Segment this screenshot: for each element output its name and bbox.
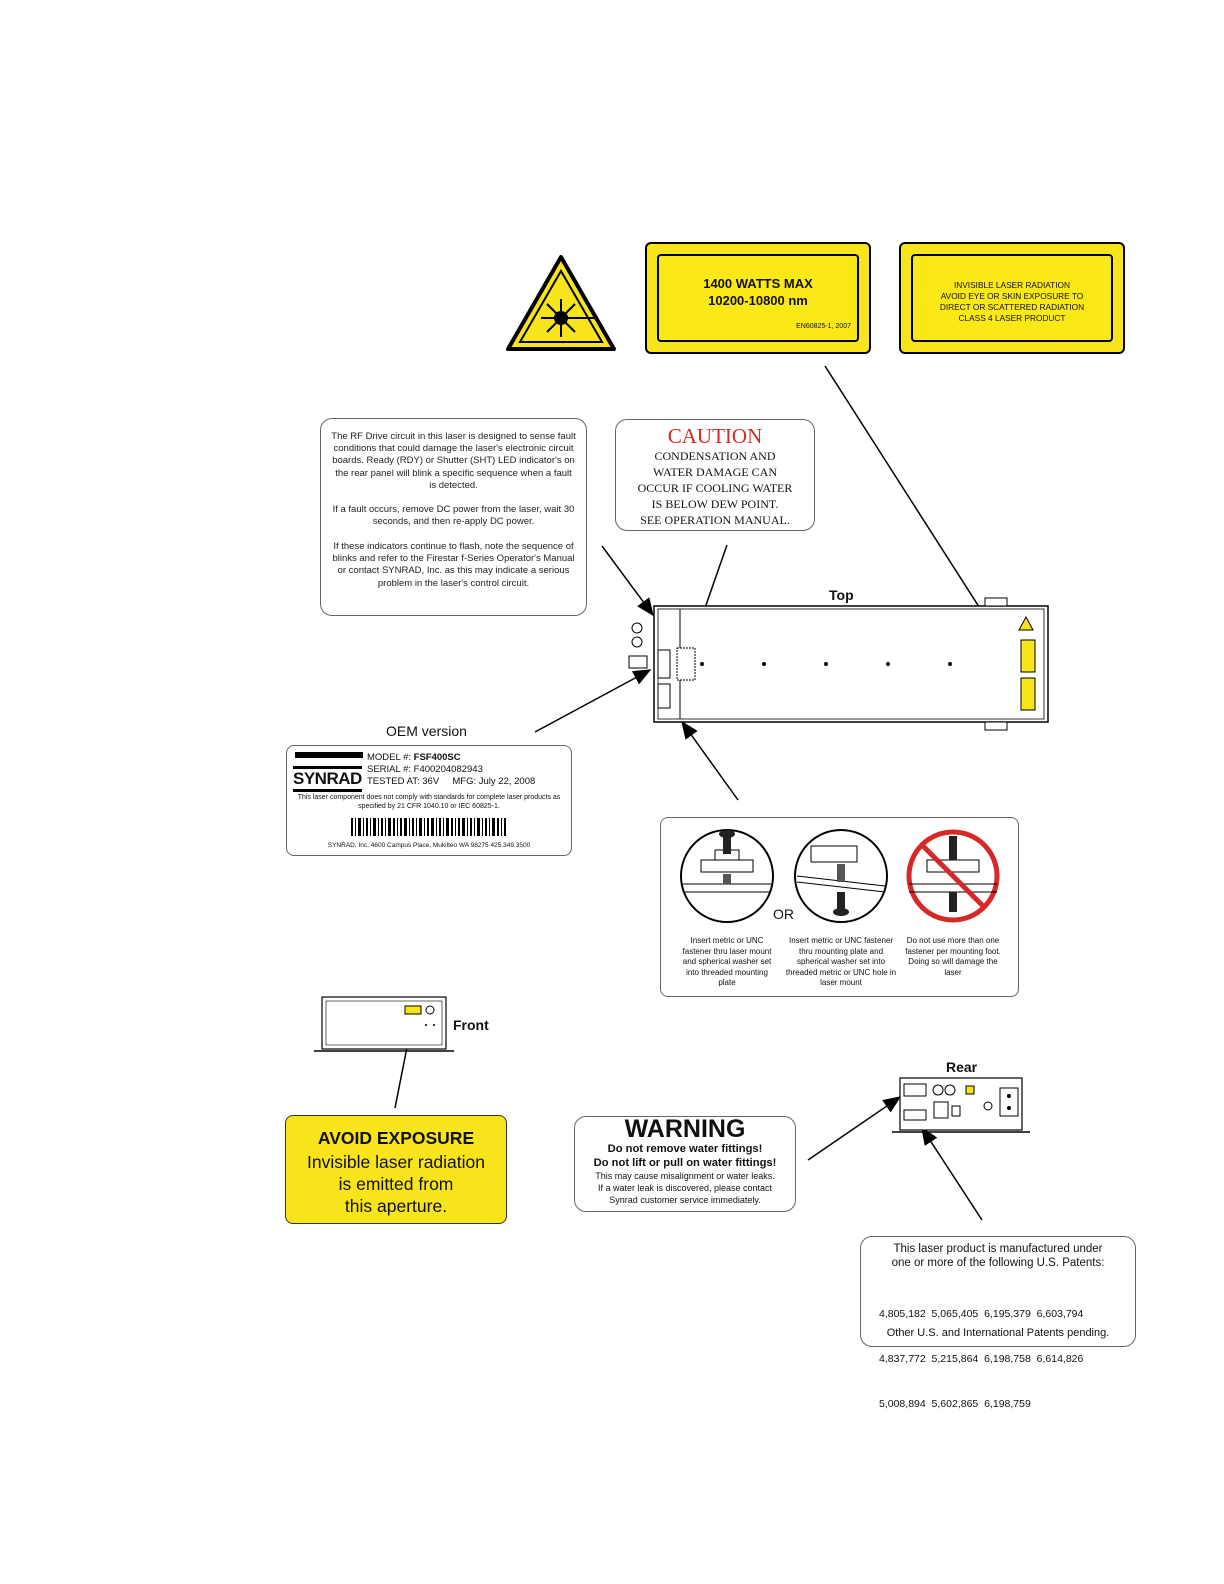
rear-view-label: Rear: [946, 1059, 978, 1075]
or-text: OR: [773, 906, 794, 922]
oem-address: SYNRAD, Inc. 4600 Campus Place, Mukilteo…: [327, 842, 531, 849]
top-view-label: Top: [829, 587, 854, 603]
oem-compliance-text: This laser component does not comply wit…: [297, 794, 561, 810]
caution-title: CAUTION: [667, 424, 763, 448]
mounting-caption-2: Insert metric or UNC fastener thru mount…: [785, 936, 897, 987]
avoid-exposure-text: Invisible laser radiation is emitted fro…: [306, 1152, 485, 1216]
patents-intro: This laser product is manufactured under…: [891, 1243, 1105, 1269]
oem-serial-label: SYNRAD MODEL #: FSF400SC SERIAL #: F4002…: [286, 745, 572, 856]
caution-text: CONDENSATION AND WATER DAMAGE CAN OCCUR …: [637, 449, 793, 527]
rf-drive-paragraph-2: If a fault occurs, remove DC power from …: [332, 504, 575, 528]
warning-label: WARNING Do not remove water fittings! Do…: [574, 1115, 796, 1212]
rf-drive-label: The RF Drive circuit in this laser is de…: [320, 418, 587, 616]
mounting-caption-3: Do not use more than one fastener per mo…: [905, 936, 1001, 977]
laser-hazard-icon: [506, 255, 616, 351]
standard-text: EN60825-1, 2007: [796, 323, 851, 330]
patents-pending: Other U.S. and International Patents pen…: [886, 1327, 1110, 1339]
oem-fields: MODEL #: FSF400SC SERIAL #: F40020408294…: [367, 752, 536, 787]
wavelength-text: 10200-10800 nm: [708, 293, 808, 308]
laser-front-view-drawing: [314, 996, 454, 1052]
patent-numbers: 4,805,182 5,065,405 6,195,379 6,603,794 …: [879, 1308, 1084, 1410]
laser-rear-view-drawing: [892, 1077, 1030, 1133]
barcode: [351, 818, 506, 836]
oem-version-title: OEM version: [386, 723, 467, 739]
synrad-logo: SYNRAD: [293, 766, 362, 792]
invisible-radiation-label: INVISIBLE LASER RADIATION AVOID EYE OR S…: [899, 242, 1125, 354]
warning-title: WARNING: [624, 1115, 746, 1143]
rf-drive-paragraph-1: The RF Drive circuit in this laser is de…: [331, 431, 576, 491]
warning-bold-text: Do not remove water fittings! Do not lif…: [593, 1143, 777, 1169]
invisible-radiation-text: INVISIBLE LASER RADIATION AVOID EYE OR S…: [939, 280, 1085, 323]
rf-drive-paragraph-3: If these indicators continue to flash, n…: [332, 541, 575, 589]
power-warning-label: 1400 WATTS MAX 10200-10800 nm EN60825-1,…: [645, 242, 871, 354]
caution-label: CAUTION CONDENSATION AND WATER DAMAGE CA…: [615, 419, 815, 531]
warning-text: This may cause misalignment or water lea…: [595, 1171, 775, 1205]
avoid-exposure-title: AVOID EXPOSURE: [317, 1128, 475, 1148]
mounting-caption-1: Insert metric or UNC fastener thru laser…: [682, 936, 772, 987]
avoid-exposure-label: AVOID EXPOSURE Invisible laser radiation…: [285, 1115, 507, 1224]
laser-top-view-drawing: [628, 597, 1049, 731]
mounting-method-1-icon: [680, 829, 774, 923]
prohibited-mounting-icon: [906, 829, 1000, 923]
mounting-method-2-icon: [794, 829, 888, 923]
power-max-text: 1400 WATTS MAX: [703, 276, 813, 291]
mounting-instructions-label: OR Insert metric or UNC fastener thru la…: [660, 817, 1019, 997]
patents-label: This laser product is manufactured under…: [860, 1236, 1136, 1410]
front-view-label: Front: [453, 1017, 489, 1033]
